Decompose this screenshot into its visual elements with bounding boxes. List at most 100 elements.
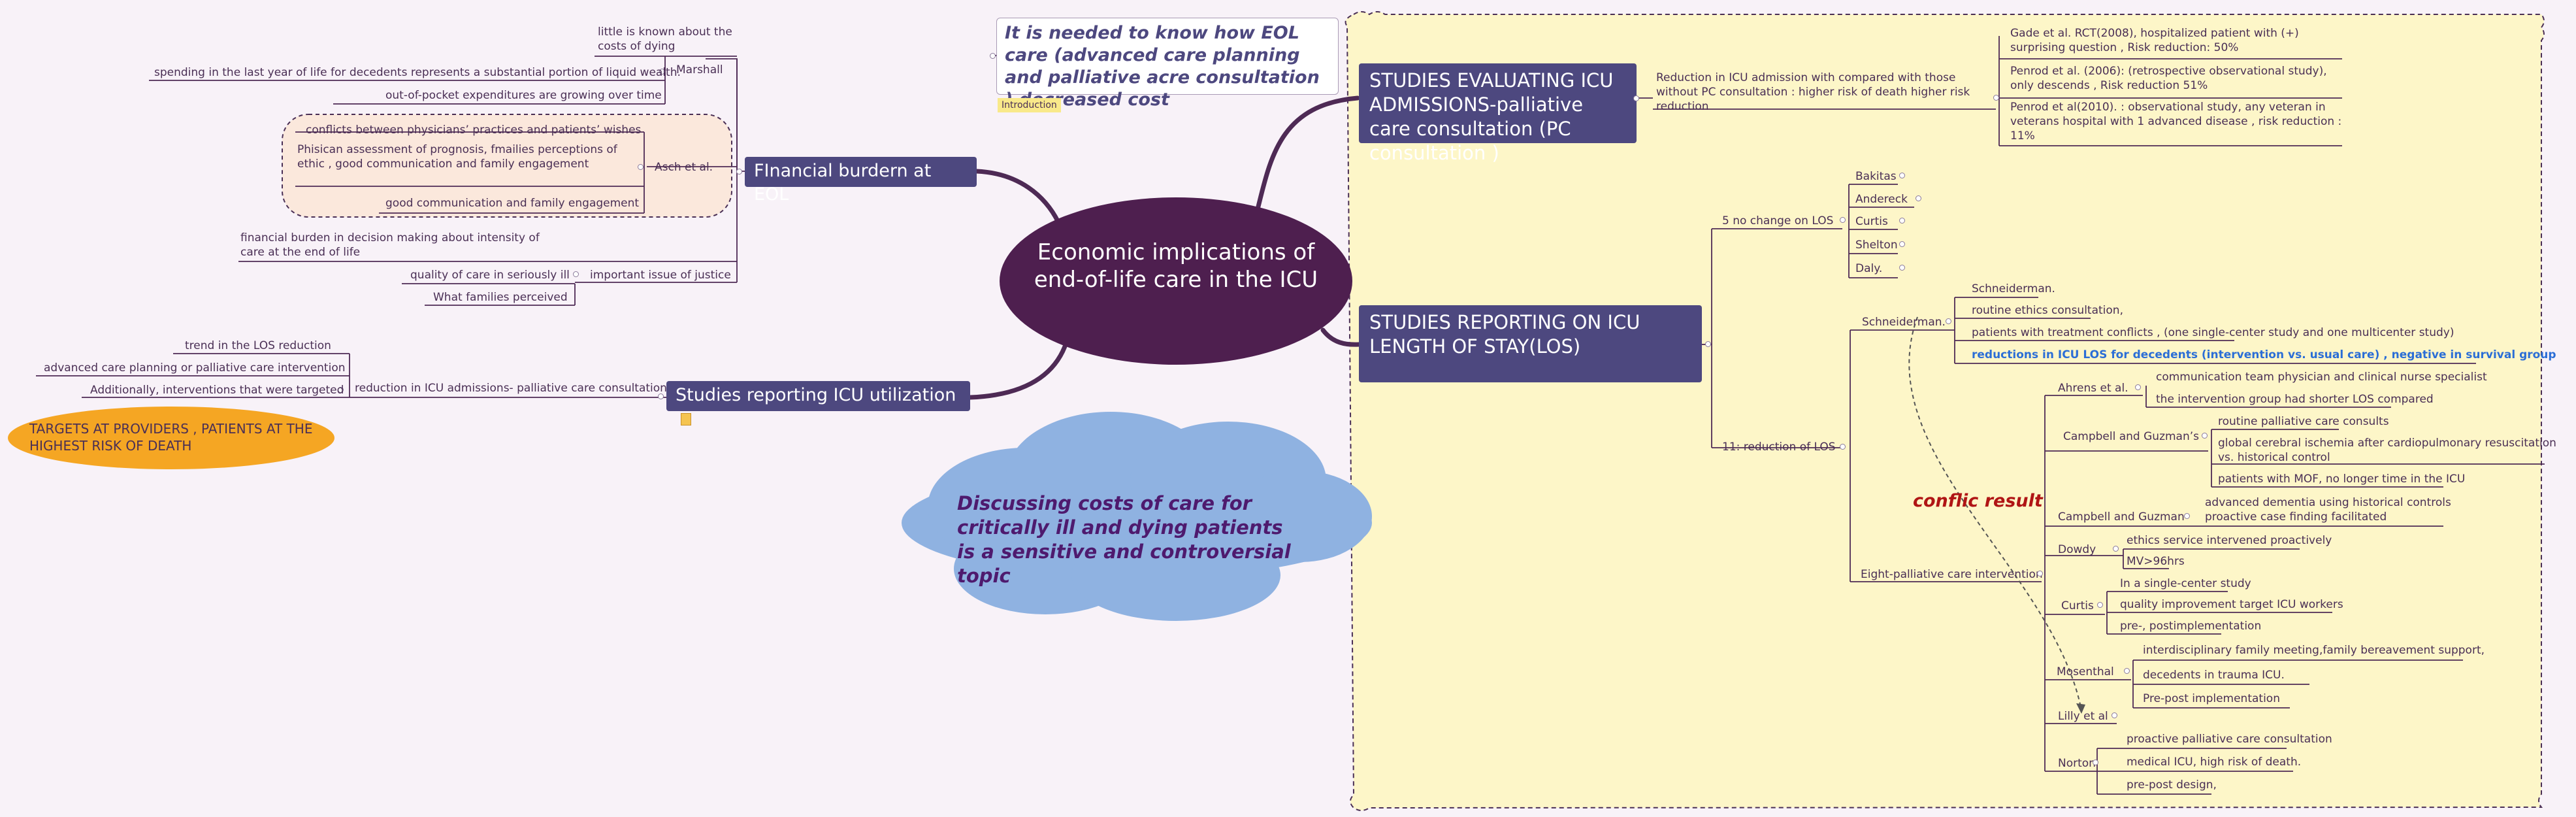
- ahrens-dot[interactable]: [2135, 384, 2141, 390]
- curtis-dot[interactable]: [2097, 602, 2103, 608]
- justice-dot[interactable]: [573, 271, 579, 277]
- asch-item-2: Phisican assessment of prognosis, fmaili…: [297, 143, 617, 171]
- admissions-reduction: Reduction in ICU admission with compared…: [1656, 71, 1970, 113]
- schneiderman-item-4: reductions in ICU LOS for decedents (int…: [1972, 348, 2556, 361]
- campbell1-item-1: routine palliative care consults: [2218, 415, 2389, 428]
- central-title: Economic implications of end-of-life car…: [1034, 239, 1318, 293]
- no-change-item-3: Curtis: [1855, 215, 1888, 228]
- dowdy-label: Dowdy: [2058, 543, 2096, 556]
- mosenthal-label: Mosenthal: [2057, 665, 2114, 678]
- mosenthal-item-3: Pre-post implementation: [2143, 692, 2280, 705]
- mosenthal-dot[interactable]: [2124, 668, 2130, 674]
- asch-dot[interactable]: [638, 164, 644, 170]
- curtis-label: Curtis: [2061, 599, 2094, 612]
- schneiderman-item-3: patients with treatment conflicts , (one…: [1972, 326, 2454, 339]
- norton-dot[interactable]: [2093, 759, 2098, 765]
- cloud-shape: [902, 412, 1372, 621]
- utilization-item-3: Additionally, interventions that were ta…: [90, 384, 344, 397]
- dowdy-item-1: ethics service intervened proactively: [2127, 534, 2332, 547]
- ahrens-item-1: communication team physician and clinica…: [2156, 371, 2487, 384]
- norton-label: Norton: [2058, 757, 2096, 770]
- campbell2-label: Campbell and Guzman: [2058, 510, 2185, 524]
- no-change-dot[interactable]: [1840, 217, 1846, 223]
- utilization-title: Studies reporting ICU utilization: [676, 385, 956, 405]
- reduction-dot[interactable]: [1840, 444, 1846, 450]
- no-change-label: 5 no change on LOS: [1722, 214, 1834, 227]
- campbell1-item-3: patients with MOF, no longer time in the…: [2218, 473, 2466, 486]
- no-change-item-4-dot[interactable]: [1899, 241, 1905, 247]
- no-change-item-1-dot[interactable]: [1899, 173, 1905, 178]
- campbell1-label: Campbell and Guzman’s: [2063, 430, 2200, 443]
- central-ellipse: [1000, 197, 1352, 365]
- norton-item-1: proactive palliative care consultation: [2127, 733, 2332, 746]
- admissions-collapse-dot[interactable]: [1633, 95, 1639, 101]
- lilly-dot[interactable]: [2111, 712, 2117, 718]
- central-topic[interactable]: Economic implications of end-of-life car…: [1022, 239, 1329, 293]
- utilization-collapse-dot[interactable]: [658, 393, 664, 399]
- utilization-reduction-dot[interactable]: [338, 387, 344, 393]
- utilization-item-1: trend in the LOS reduction: [185, 339, 331, 352]
- justice-label: important issue of justice: [590, 269, 731, 282]
- marshall-dot[interactable]: [659, 69, 665, 75]
- intro-collapse-dot[interactable]: [990, 53, 996, 59]
- boundary-shape: [1345, 11, 2545, 811]
- los-title: STUDIES REPORTING ON ICU LENGTH OF STAY(…: [1369, 311, 1640, 358]
- asch-item-1: conflicts between physicians’ practices …: [306, 124, 642, 137]
- conflict-arrow: [1908, 316, 2081, 708]
- intro-text: It is needed to know how EOL care (advan…: [1005, 23, 1320, 110]
- no-change-item-5-dot[interactable]: [1899, 265, 1905, 271]
- targets-text: TARGETS AT PROVIDERS , PATIENTS AT THE H…: [29, 421, 313, 454]
- targets-ellipse: [8, 407, 334, 469]
- no-change-item-3-dot[interactable]: [1899, 218, 1905, 224]
- schneiderman-item-1: Schneiderman.: [1972, 282, 2055, 295]
- no-change-item-2: Andereck: [1855, 193, 1908, 206]
- campbell1-dot[interactable]: [2202, 433, 2208, 439]
- intro-tag: Introduction: [998, 98, 1061, 112]
- campbell2-item-1: advanced dementia using historical contr…: [2205, 496, 2451, 524]
- ahrens-item-2: the intervention group had shorter LOS c…: [2156, 393, 2434, 406]
- justice-item-2: What families perceived: [433, 291, 568, 304]
- mosenthal-item-2: decedents in trauma ICU.: [2143, 669, 2285, 682]
- admissions-reduction-dot[interactable]: [1993, 95, 1999, 101]
- admissions-topic[interactable]: STUDIES EVALUATING ICU ADMISSIONS-pallia…: [1359, 63, 1637, 164]
- dowdy-dot[interactable]: [2113, 546, 2119, 552]
- los-topic[interactable]: STUDIES REPORTING ON ICU LENGTH OF STAY(…: [1359, 305, 1702, 382]
- financial-title: FInancial burdern at EOL: [754, 161, 932, 205]
- asch-boundary: [282, 114, 732, 218]
- eight-dot[interactable]: [2037, 571, 2043, 576]
- marshall-label: Marshall: [676, 63, 723, 76]
- marshall-item-2: spending in the last year of life for de…: [154, 66, 681, 79]
- admissions-item-1: Gade et al. RCT(2008), hospitalized pati…: [2010, 27, 2299, 54]
- campbell2-dot[interactable]: [2184, 513, 2190, 519]
- schneiderman-item-2: routine ethics consultation,: [1972, 304, 2123, 317]
- mosenthal-item-1: interdisciplinary family meeting,family …: [2143, 644, 2485, 657]
- schneiderman-dot[interactable]: [1946, 318, 1951, 324]
- financial-topic[interactable]: FInancial burdern at EOL: [745, 157, 977, 205]
- asch-label: Asch et al.: [655, 161, 713, 174]
- ahrens-label: Ahrens et al.: [2058, 382, 2128, 395]
- schneiderman-label: Schneiderman.: [1862, 316, 1946, 329]
- curtis-item-2: quality improvement target ICU workers: [2120, 598, 2343, 611]
- curtis-item-1: In a single-center study: [2120, 577, 2251, 590]
- dowdy-item-2: MV>96hrs: [2127, 555, 2185, 568]
- curtis-item-3: pre-, postimplementation: [2120, 620, 2262, 633]
- marshall-item-3: out-of-pocket expenditures are growing o…: [385, 89, 662, 102]
- no-change-item-2-dot[interactable]: [1916, 195, 1921, 201]
- utilization-reduction-label: reduction in ICU admissions- palliative …: [355, 382, 667, 395]
- note-icon[interactable]: [681, 413, 691, 425]
- admissions-item-3: Penrod et al(2010). : observational stud…: [2010, 101, 2342, 142]
- no-change-item-5: Daly.: [1855, 262, 1883, 275]
- los-collapse-dot[interactable]: [1705, 341, 1711, 347]
- no-change-item-4: Shelton: [1855, 239, 1898, 252]
- no-change-item-1: Bakitas: [1855, 170, 1897, 183]
- conflict-label: conflic result: [1913, 491, 2043, 511]
- eight-label: Eight-palliative care intervention: [1861, 568, 2043, 581]
- norton-item-3: pre-post design,: [2127, 778, 2217, 792]
- financial-collapse-dot[interactable]: [736, 169, 742, 175]
- admissions-item-2: Penrod et al. (2006): (retrospective obs…: [2010, 65, 2327, 92]
- intro-box[interactable]: It is needed to know how EOL care (advan…: [996, 18, 1339, 110]
- justice-item-1: quality of care in seriously ill: [410, 269, 570, 282]
- utilization-topic[interactable]: Studies reporting ICU utilization: [666, 381, 970, 425]
- campbell1-item-2: global cerebral ischemia after cardiopul…: [2218, 437, 2556, 464]
